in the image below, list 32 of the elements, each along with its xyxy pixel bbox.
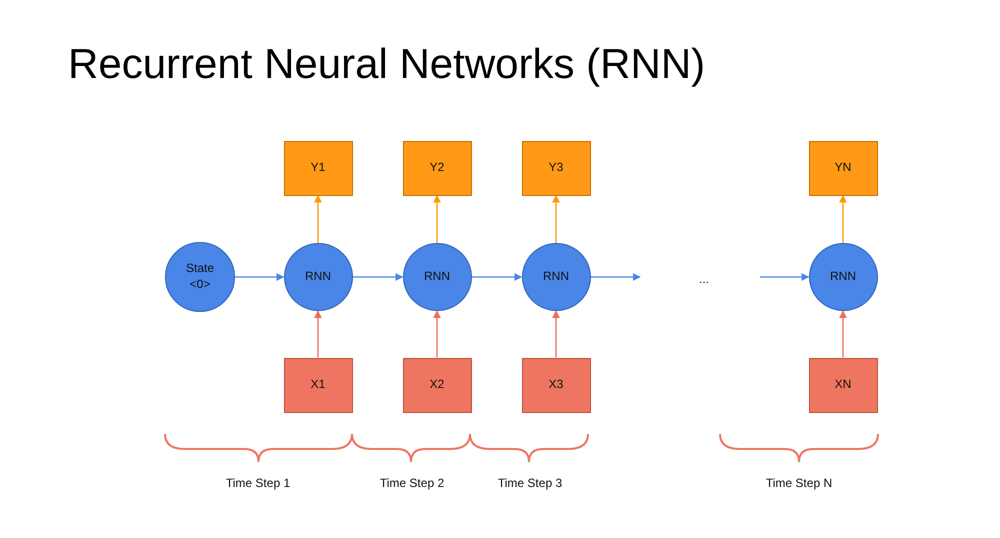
arrow <box>472 273 522 281</box>
rnn-circle: RNN <box>808 243 878 311</box>
arrow <box>760 273 810 281</box>
time-step-label: Time Step 1 <box>226 476 290 490</box>
time-step-label: Time Step 2 <box>380 476 444 490</box>
arrow <box>433 310 441 358</box>
arrow <box>235 273 284 281</box>
input-box: XN <box>808 358 878 412</box>
arrow <box>590 273 641 281</box>
input-box: X3 <box>522 358 590 412</box>
time-step-label: Time Step 3 <box>498 476 562 490</box>
time-step-label: Time Step N <box>766 476 832 490</box>
rnn-circle: RNN <box>402 243 472 311</box>
arrow <box>552 194 560 243</box>
arrow <box>839 194 847 243</box>
output-box: Y2 <box>402 140 472 196</box>
arrow <box>552 310 560 358</box>
input-box: X1 <box>284 358 352 412</box>
arrow <box>433 194 441 243</box>
arrow <box>314 310 322 358</box>
arrow <box>314 194 322 243</box>
ellipsis-label: ... <box>699 272 709 286</box>
arrow <box>352 273 404 281</box>
arrow <box>839 310 847 358</box>
output-box: Y1 <box>284 140 352 196</box>
slide-title: Recurrent Neural Networks (RNN) <box>68 40 706 88</box>
rnn-circle: RNN <box>522 243 590 311</box>
input-box: X2 <box>402 358 472 412</box>
state-circle: State <0> <box>165 242 235 312</box>
output-box: Y3 <box>522 140 590 196</box>
rnn-circle: RNN <box>284 243 352 311</box>
output-box: YN <box>808 140 878 196</box>
